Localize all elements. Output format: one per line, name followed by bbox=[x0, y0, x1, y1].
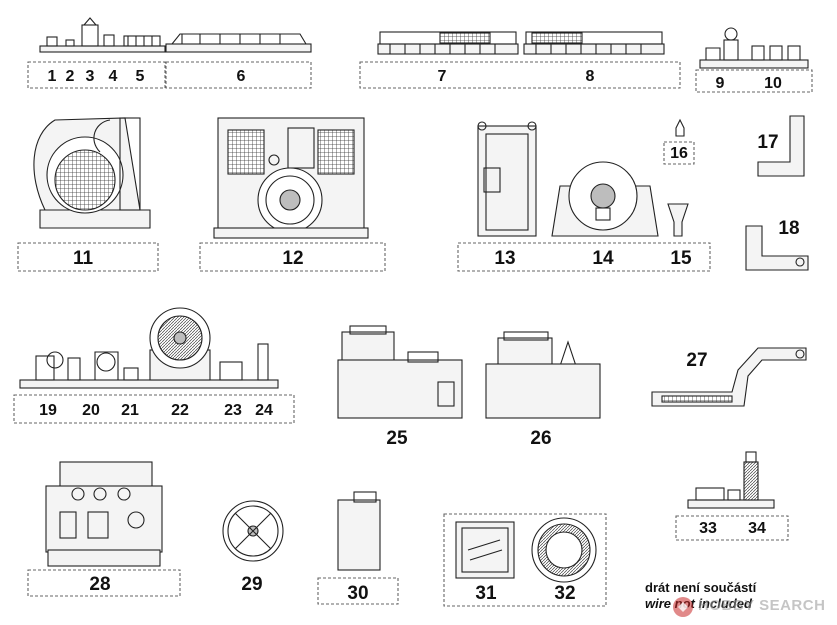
part-group-9-10 bbox=[695, 27, 813, 93]
label-30: 30 bbox=[347, 583, 368, 604]
label-22: 22 bbox=[171, 402, 189, 419]
part-29 bbox=[222, 500, 284, 562]
wire-note-english: wire not included bbox=[645, 596, 752, 611]
label-2: 2 bbox=[66, 68, 75, 85]
label-20: 20 bbox=[82, 402, 100, 419]
part-group-33-34 bbox=[675, 451, 789, 541]
label-16: 16 bbox=[670, 145, 688, 162]
label-13: 13 bbox=[494, 248, 515, 269]
part-group-1-5 bbox=[27, 17, 166, 89]
label-32: 32 bbox=[554, 583, 575, 604]
part-12 bbox=[199, 117, 386, 272]
label-31: 31 bbox=[475, 583, 497, 604]
part-32 bbox=[531, 517, 597, 583]
label-17: 17 bbox=[757, 132, 778, 153]
watermark-text: HOBBY SEARCH bbox=[698, 597, 826, 614]
part-11 bbox=[17, 117, 159, 272]
label-12: 12 bbox=[282, 248, 303, 269]
label-15: 15 bbox=[670, 248, 692, 269]
label-5: 5 bbox=[136, 68, 145, 85]
part-14 bbox=[551, 161, 659, 237]
part-13 bbox=[477, 121, 537, 237]
label-9: 9 bbox=[716, 75, 725, 92]
part-labels: 1 2 3 4 5 6 7 8 9 10 11 12 13 14 15 16 1… bbox=[39, 68, 799, 604]
watermark-logo-icon bbox=[673, 597, 693, 617]
label-14: 14 bbox=[592, 248, 614, 269]
part-17 bbox=[757, 115, 805, 177]
part-28 bbox=[27, 461, 181, 597]
wire-note: drát není součástí wire not included bbox=[645, 580, 830, 612]
label-34: 34 bbox=[748, 520, 766, 537]
wire-note-czech: drát není součástí bbox=[645, 580, 757, 595]
watermark: HOBBY SEARCH bbox=[672, 594, 832, 620]
label-1: 1 bbox=[48, 68, 57, 85]
label-27: 27 bbox=[686, 350, 707, 371]
part-group-19-24 bbox=[13, 307, 295, 424]
label-7: 7 bbox=[438, 68, 447, 85]
label-8: 8 bbox=[586, 68, 595, 85]
part-31 bbox=[443, 513, 607, 607]
label-24: 24 bbox=[255, 402, 273, 419]
part-26 bbox=[485, 331, 601, 419]
part-6 bbox=[165, 33, 312, 89]
part-30 bbox=[317, 491, 399, 605]
label-23: 23 bbox=[224, 402, 242, 419]
part-18 bbox=[745, 225, 809, 271]
label-25: 25 bbox=[386, 428, 408, 449]
label-4: 4 bbox=[109, 68, 118, 85]
label-6: 6 bbox=[237, 68, 246, 85]
part-16 bbox=[663, 118, 695, 165]
label-18: 18 bbox=[778, 218, 799, 239]
part-7 bbox=[359, 31, 681, 89]
label-11: 11 bbox=[73, 248, 94, 269]
part-27 bbox=[651, 347, 807, 407]
label-19: 19 bbox=[39, 402, 57, 419]
label-3: 3 bbox=[86, 68, 95, 85]
label-26: 26 bbox=[530, 428, 551, 449]
label-28: 28 bbox=[89, 574, 110, 595]
label-10: 10 bbox=[764, 75, 782, 92]
label-33: 33 bbox=[699, 520, 717, 537]
part-25 bbox=[337, 325, 463, 419]
part-8 bbox=[523, 31, 665, 55]
label-29: 29 bbox=[241, 574, 262, 595]
label-21: 21 bbox=[121, 402, 139, 419]
part-15 bbox=[457, 203, 711, 272]
